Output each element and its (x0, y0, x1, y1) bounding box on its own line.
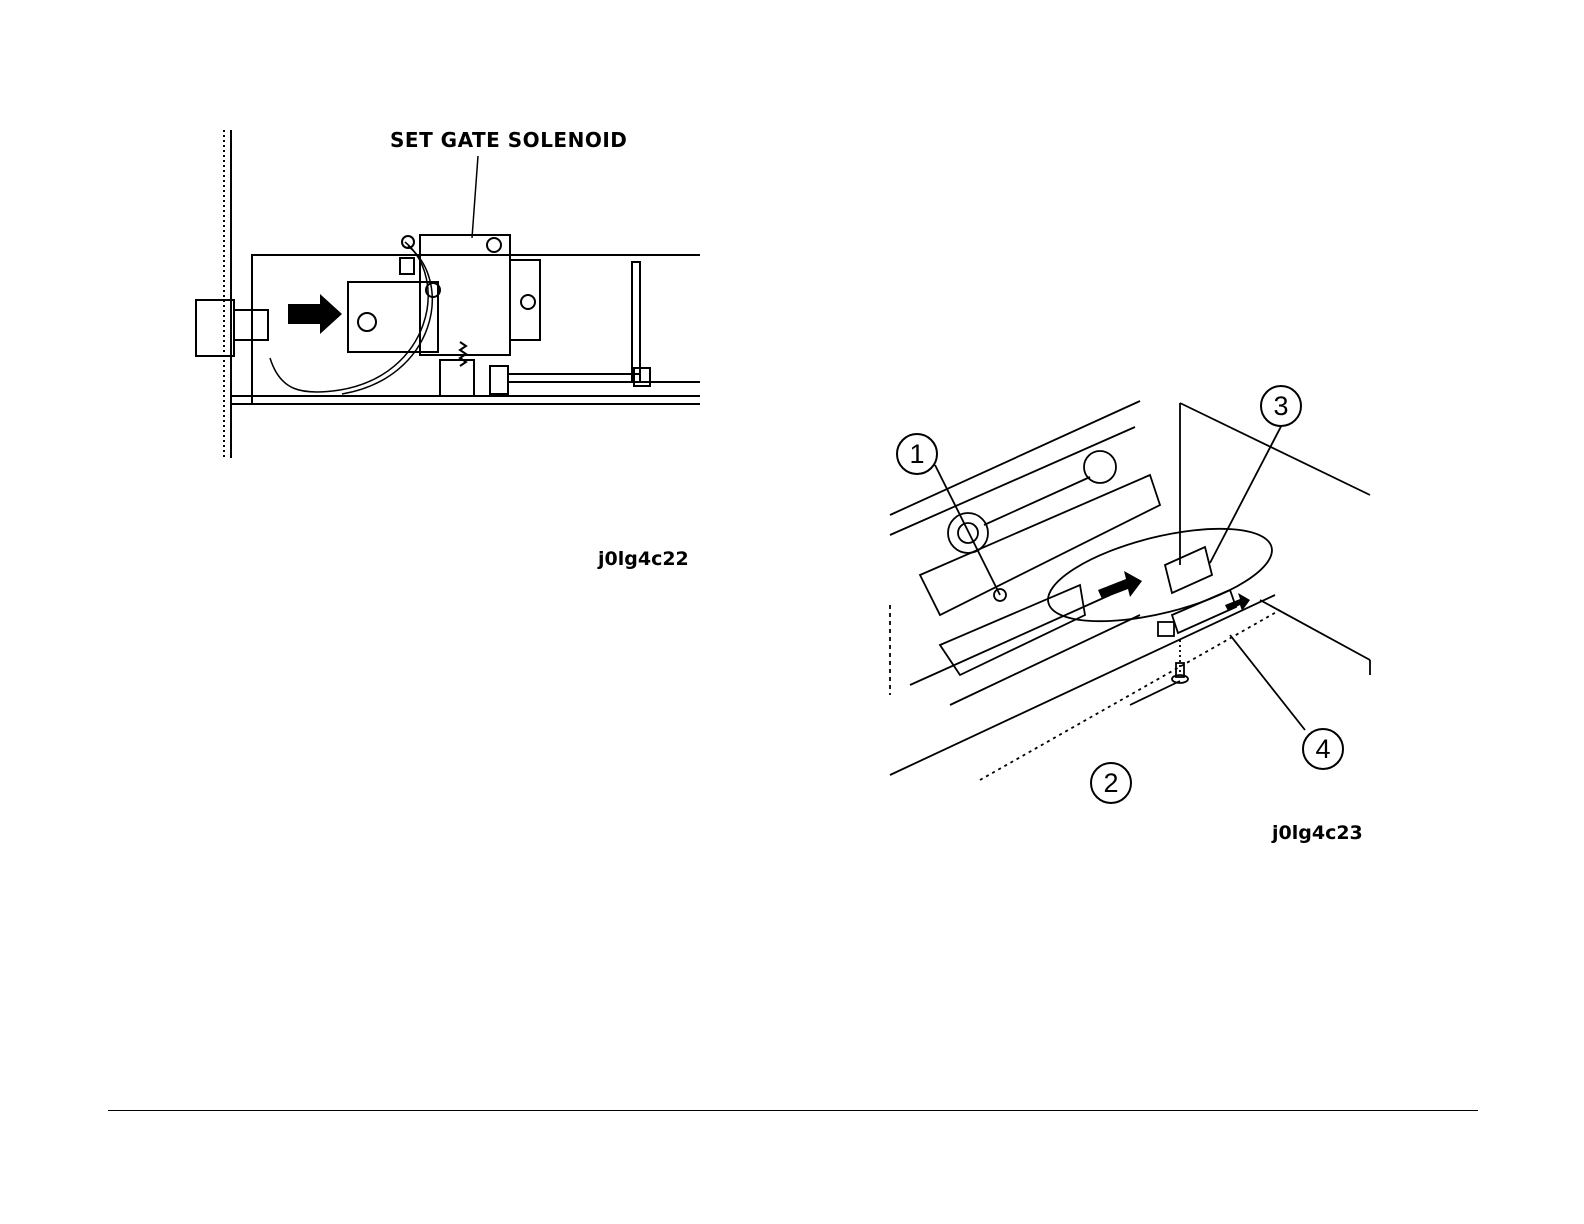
motion-arrow-icon (1098, 571, 1142, 599)
set-gate-solenoid-label: SET GATE SOLENOID (390, 128, 627, 152)
callout-4: 4 (1302, 728, 1344, 770)
callout-3: 3 (1260, 385, 1302, 427)
callout-2: 2 (1090, 762, 1132, 804)
callout-1: 1 (896, 433, 938, 475)
solenoid-illustration (190, 120, 710, 460)
removal-figure: 1 2 3 4 (880, 385, 1380, 815)
footer-rule (108, 1110, 1478, 1111)
direction-arrow-icon (288, 294, 342, 334)
right-figure-id: j0lg4c23 (1272, 822, 1363, 844)
left-figure-id: j0lg4c22 (598, 548, 689, 570)
set-gate-solenoid-figure: SET GATE SOLENOID (190, 120, 710, 460)
